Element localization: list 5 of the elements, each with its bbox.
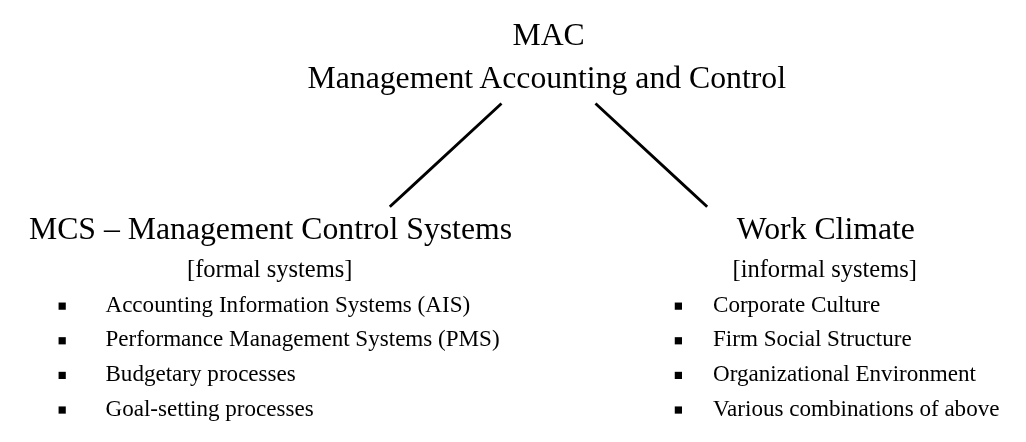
connector	[594, 102, 708, 208]
node-text: MCS – Management Control Systems [formal systems] Accounting Information Systems (AIS) Performance Management Systems (PMS) Budgetary processes Goal-setting processes	[28, 211, 512, 421]
node-text: MAC Management Accounting and Control	[307, 17, 786, 96]
connector	[388, 102, 502, 208]
node-text: Work Climate [informal systems] Corporate Culture Firm Social Structure Organizational Environment Various combinations of above	[712, 211, 1000, 421]
